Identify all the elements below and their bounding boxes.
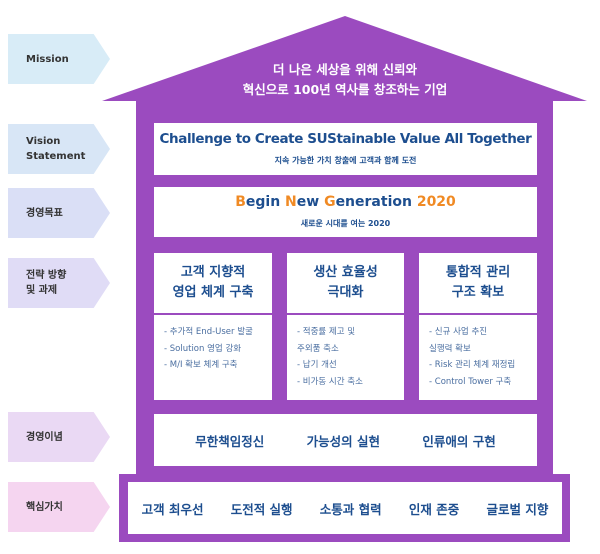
label-core-values: 핵심가치 bbox=[8, 482, 110, 532]
philosophy-item: 무한책임정신 bbox=[195, 433, 265, 449]
label-philosophy: 경영이념 bbox=[8, 412, 110, 462]
mission-line1: 더 나은 세상을 위해 신뢰와 bbox=[273, 62, 417, 77]
core-value: 인재 존중 bbox=[408, 501, 460, 517]
strategy-3-list: - 신규 사업 추진 실행력 확보- Risk 관리 체계 재정립- Contr… bbox=[419, 315, 537, 400]
label-strategy: 전략 방향 및 과제 bbox=[8, 258, 110, 308]
label-mission: Mission bbox=[8, 34, 110, 84]
vision-box: Challenge to Create SUStainable Value Al… bbox=[154, 123, 537, 175]
mission-line2: 혁신으로 100년 역사를 창조하는 기업 bbox=[242, 82, 448, 97]
core-value: 소통과 협력 bbox=[319, 501, 382, 517]
goal-title: Begin New Generation 2020 bbox=[235, 194, 456, 210]
core-value: 도전적 실행 bbox=[230, 501, 293, 517]
strategy-2-header: 생산 효율성 극대화 bbox=[287, 253, 404, 313]
core-value: 글로벌 지향 bbox=[486, 501, 549, 517]
mission-text: 더 나은 세상을 위해 신뢰와 혁신으로 100년 역사를 창조하는 기업 bbox=[180, 60, 510, 100]
strategy-3-header: 통합적 관리 구조 확보 bbox=[419, 253, 537, 313]
philosophy-item: 가능성의 실현 bbox=[306, 433, 380, 449]
core-value: 고객 최우선 bbox=[141, 501, 204, 517]
goal-box: Begin New Generation 2020 새로운 시대를 여는 202… bbox=[154, 187, 537, 237]
strategy-2-list: - 적중률 제고 및 주외품 축소- 납기 개선- 비가동 시간 축소 bbox=[287, 315, 404, 400]
goal-subtitle: 새로운 시대를 여는 2020 bbox=[300, 219, 391, 228]
core-values-box: 고객 최우선 도전적 실행 소통과 협력 인재 존중 글로벌 지향 bbox=[128, 482, 562, 534]
strategy-1-list: - 추가적 End-User 발굴- Solution 영업 강화- M/I 확… bbox=[154, 315, 272, 400]
strategy-1-header: 고객 지향적 영업 체계 구축 bbox=[154, 253, 272, 313]
label-management-goal: 경영목표 bbox=[8, 188, 110, 238]
philosophy-item: 인류애의 구현 bbox=[422, 433, 496, 449]
label-vision-statement: Vision Statement bbox=[8, 124, 110, 174]
vision-subtitle: 지속 가능한 가치 창출에 고객과 함께 도전 bbox=[274, 156, 417, 165]
philosophy-box: 무한책임정신 가능성의 실현 인류애의 구현 bbox=[154, 414, 537, 466]
vision-title: Challenge to Create SUStainable Value Al… bbox=[159, 131, 532, 147]
